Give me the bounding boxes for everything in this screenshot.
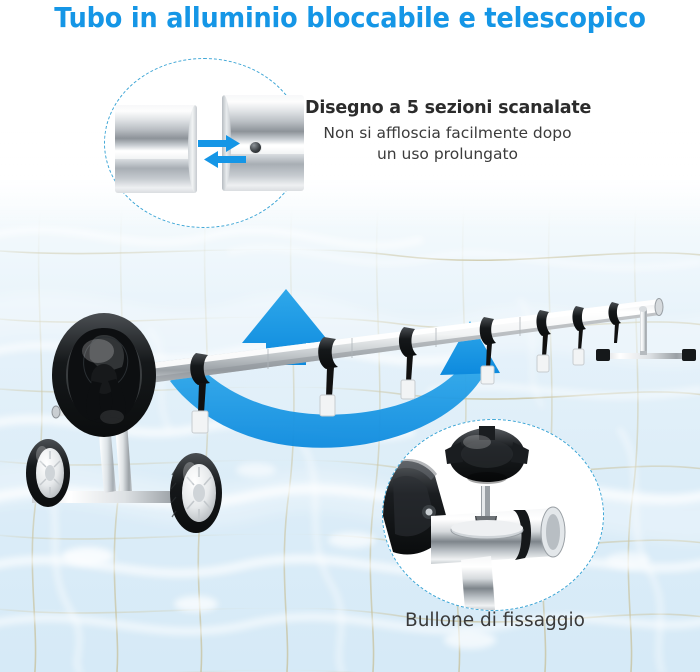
- strap: [479, 317, 496, 385]
- tube-right-highlight-band: [222, 147, 304, 154]
- bolt-knob: [445, 426, 529, 484]
- rotation-arrow-icon: [170, 321, 500, 448]
- locking-bolt-caption: Bullone di fissaggio: [405, 610, 585, 631]
- design-callout: Disegno a 5 sezioni scanalate Non si aff…: [305, 97, 592, 165]
- chrome-stub: [461, 556, 495, 610]
- tube-left-highlight-band: [115, 152, 197, 159]
- tube-left-body: [115, 105, 197, 193]
- pool-reel-product-image: [26, 289, 696, 533]
- strap: [190, 353, 210, 434]
- bolt-washer: [450, 520, 524, 540]
- design-callout-heading: Disegno a 5 sezioni scanalate: [305, 98, 592, 118]
- wheel-front: [26, 439, 70, 507]
- design-callout-line1: Non si affloscia facilmente dopo: [323, 124, 572, 142]
- strap: [318, 337, 338, 417]
- strap: [536, 310, 551, 373]
- design-callout-line2: un uso prolungato: [376, 145, 519, 163]
- strap: [572, 306, 586, 366]
- hand-wheel: [52, 313, 156, 437]
- strap: [608, 302, 621, 343]
- tube-bolt-hole-icon: [249, 141, 262, 154]
- join-arrows-icon: [198, 135, 246, 168]
- locking-bolt-inset: [382, 419, 604, 611]
- strap: [398, 327, 417, 400]
- wheel-rear: [170, 453, 222, 533]
- tube-segment-left: [115, 105, 197, 193]
- page-title: Tubo in alluminio bloccabile e telescopi…: [54, 2, 646, 34]
- end-support-stand: [596, 306, 696, 361]
- lift-arrow-icon: [242, 289, 330, 365]
- tube-left-end-cap: [188, 105, 197, 193]
- locking-bolt-image: [383, 426, 566, 610]
- cover-straps: [190, 302, 621, 434]
